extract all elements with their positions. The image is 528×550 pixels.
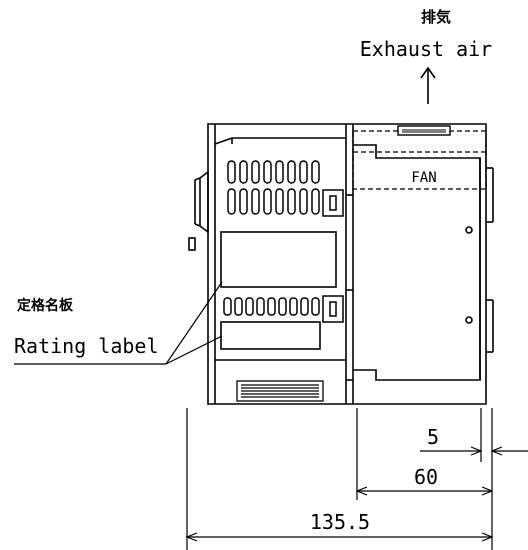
bottom-grille [236,380,324,402]
exhaust-label-en: Exhaust air [360,37,492,61]
rating-label-area-upper [220,231,337,288]
exhaust-arrow-icon [420,66,436,104]
fan-label: FAN [411,170,436,186]
upper-vent-slots [227,160,344,217]
exhaust-label-jp: 排気 [421,8,451,26]
rating-label-jp: 定格名板 [17,297,74,314]
rating-leader-lines [14,281,223,365]
dimension-135-5: 135.5 [310,510,370,534]
rating-label-en: Rating label [14,334,159,358]
dimension-5: 5 [427,425,439,449]
dimension-lines [185,408,528,550]
rating-label-area-lower [220,321,321,350]
device-body [188,123,494,405]
dimension-60: 60 [414,465,438,489]
exhaust-grille-slots [402,129,446,133]
lower-vent-slots [223,295,344,323]
